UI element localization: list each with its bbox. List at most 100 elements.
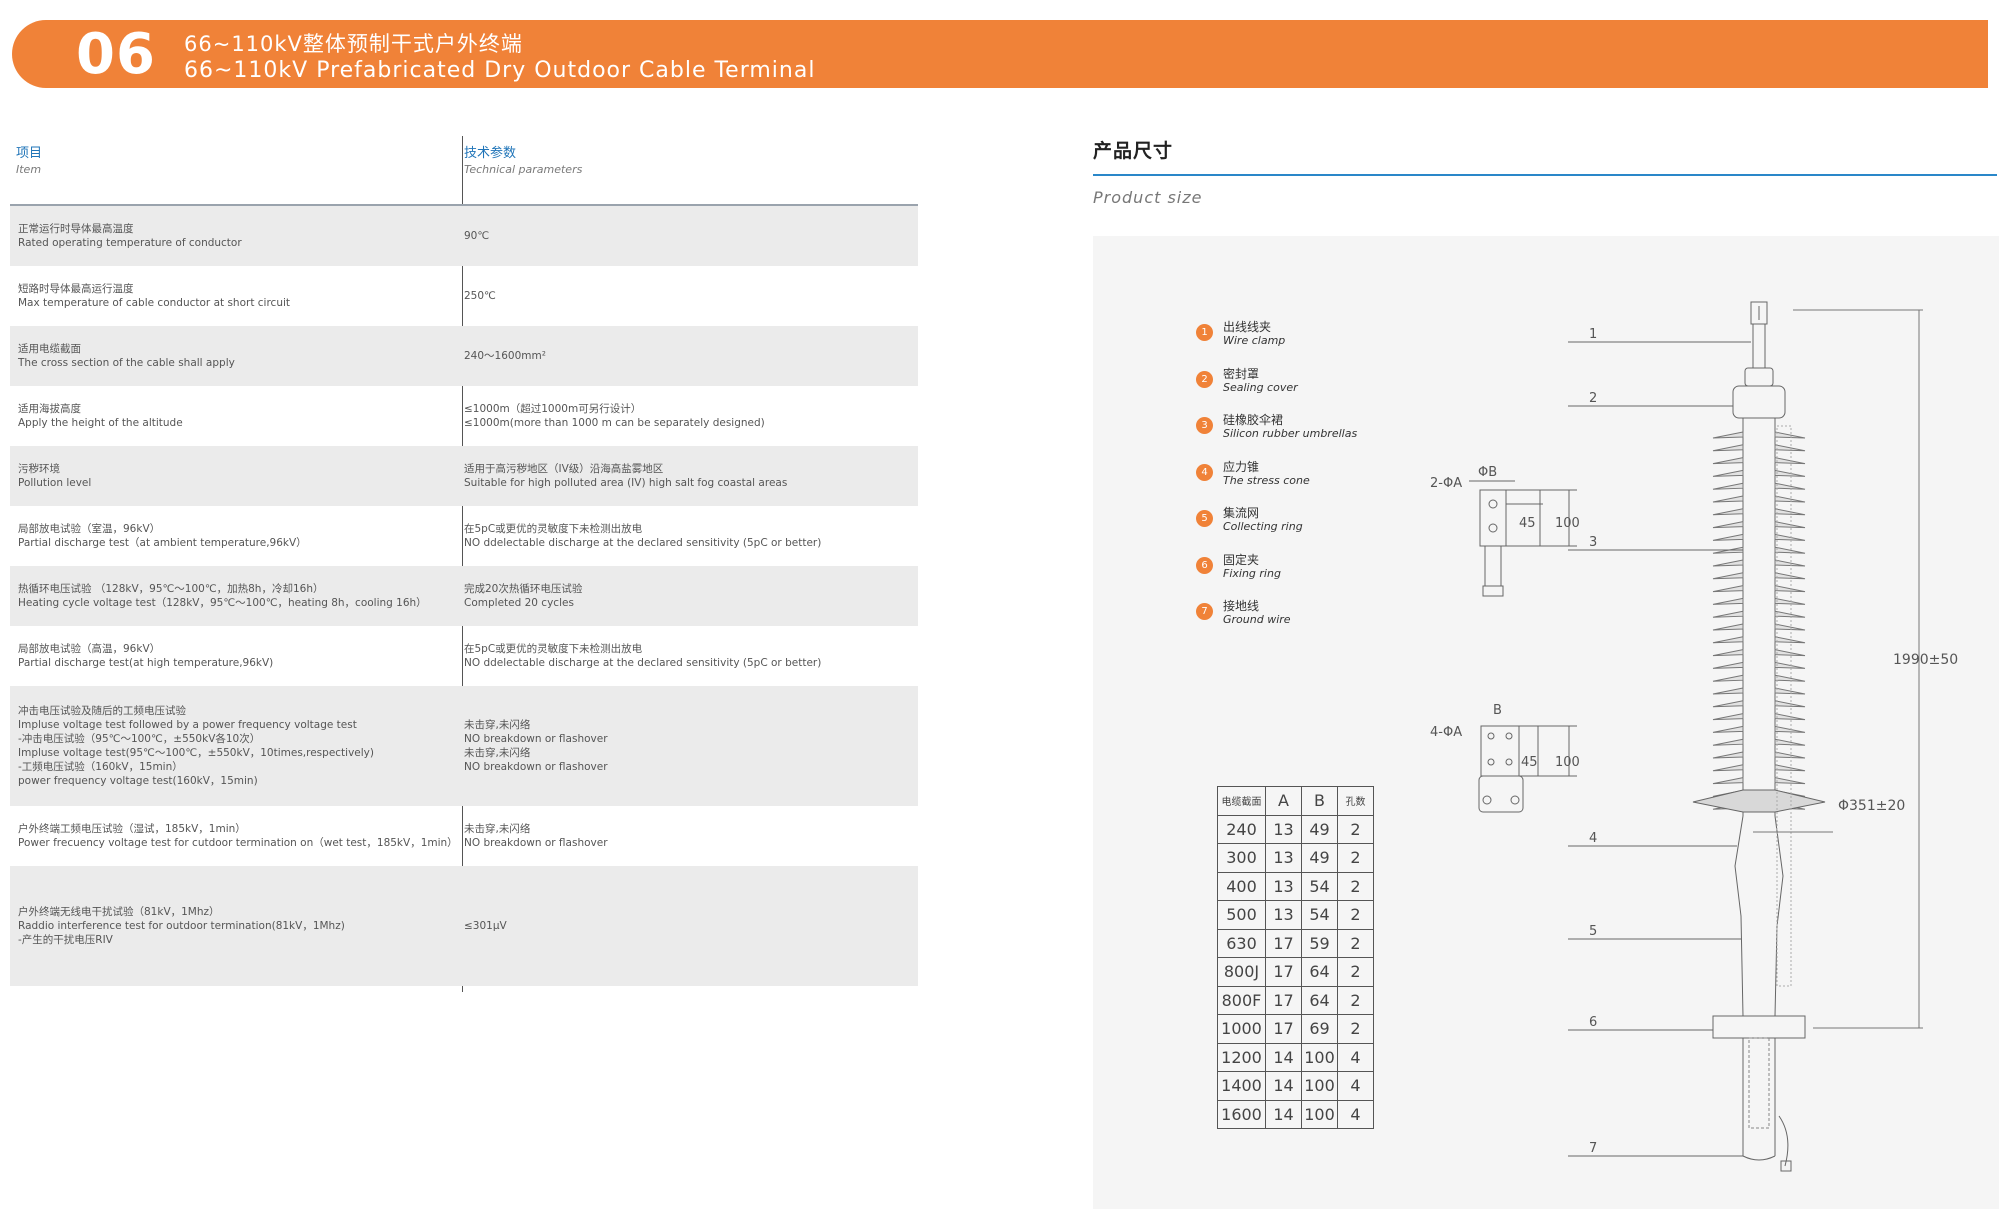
size-table-cell: 4 bbox=[1337, 1071, 1374, 1101]
legend-number-badge: 1 bbox=[1196, 324, 1213, 341]
size-table-cell: 54 bbox=[1301, 900, 1338, 930]
spec-row: 户外终端无线电干扰试验（81kV，1Mhz）Raddio interferenc… bbox=[10, 866, 918, 986]
callout-2: 2 bbox=[1589, 391, 1597, 406]
size-table-cell: 69 bbox=[1301, 1014, 1338, 1044]
legend-label-cn: 应力锥 bbox=[1223, 459, 1260, 474]
size-table-cell: 4 bbox=[1337, 1042, 1374, 1072]
size-table-cell: 4 bbox=[1337, 1099, 1374, 1129]
legend-number-badge: 4 bbox=[1196, 463, 1213, 481]
size-table-cell: 2 bbox=[1337, 843, 1374, 873]
size-table-cell: 100 bbox=[1301, 1071, 1338, 1101]
legend-label-en: Collecting ring bbox=[1223, 520, 1303, 533]
legend-number-badge: 7 bbox=[1196, 603, 1213, 620]
title-divider bbox=[1093, 174, 1997, 176]
shed bbox=[1712, 674, 1806, 682]
shed bbox=[1712, 508, 1806, 516]
size-table-cell: 13 bbox=[1265, 814, 1302, 844]
shed bbox=[1712, 482, 1806, 490]
spec-item: 热循环电压试验 （128kV，95℃～100℃，加热8h，冷却16h）Heati… bbox=[18, 583, 427, 609]
legend-number-badge: 5 bbox=[1196, 510, 1213, 527]
shed bbox=[1712, 712, 1806, 721]
collecting-ring bbox=[1776, 425, 1792, 987]
size-table-header-cell: 孔数 bbox=[1337, 786, 1374, 816]
shed bbox=[1712, 738, 1806, 746]
callout-7: 7 bbox=[1589, 1141, 1597, 1156]
callout-4: 4 bbox=[1589, 831, 1597, 846]
size-table-cell: 800J bbox=[1217, 957, 1266, 987]
legend-label-cn: 出线线夹 bbox=[1223, 320, 1272, 334]
size-table-cell: 630 bbox=[1217, 928, 1266, 958]
legend-label-en: The stress cone bbox=[1223, 473, 1310, 487]
sealing-cover bbox=[1732, 385, 1786, 419]
callout-3: 3 bbox=[1589, 535, 1597, 550]
size-table-cell: 17 bbox=[1265, 985, 1302, 1015]
shed bbox=[1712, 444, 1806, 452]
clamp-stem bbox=[1752, 323, 1766, 369]
clamp-a-hole: 2-ΦA bbox=[1430, 476, 1462, 491]
clamp-detail-b bbox=[1478, 725, 1577, 813]
shed bbox=[1712, 469, 1806, 477]
legend-number-badge: 3 bbox=[1196, 417, 1213, 434]
title-cn: 66~110kV整体预制干式户外终端 bbox=[184, 32, 523, 56]
clamp-a-width: ΦB bbox=[1478, 465, 1497, 480]
title-en: 66~110kV Prefabricated Dry Outdoor Cable… bbox=[184, 58, 816, 83]
legend-label-en: Ground wire bbox=[1223, 613, 1291, 626]
shed bbox=[1712, 610, 1806, 618]
clamp-b-hole: 4-ΦA bbox=[1430, 725, 1462, 740]
column-divider bbox=[462, 136, 463, 992]
shed bbox=[1712, 700, 1806, 708]
header-banner: 06 66~110kV整体预制干式户外终端 66~110kV Prefabric… bbox=[12, 20, 1988, 88]
size-table-cell: 14 bbox=[1265, 1042, 1302, 1072]
shed bbox=[1712, 623, 1806, 631]
size-table-header-cell: 电缆截面 bbox=[1217, 786, 1266, 816]
cable-braid bbox=[1748, 1037, 1770, 1129]
shed bbox=[1712, 751, 1806, 759]
size-table-cell: 1000 bbox=[1217, 1014, 1266, 1044]
shed bbox=[1712, 687, 1806, 695]
spec-table: 项目 Item 技术参数 Technical parameters 正常运行时导… bbox=[10, 136, 918, 992]
param-column-header: 技术参数 Technical parameters bbox=[464, 146, 583, 176]
size-table-cell: 1200 bbox=[1217, 1042, 1266, 1072]
legend-label-cn: 集流网 bbox=[1223, 506, 1260, 520]
legend-label-en: Sealing cover bbox=[1223, 380, 1298, 394]
spec-param: 90℃ bbox=[464, 230, 490, 242]
clamp-a-dim-100: 100 bbox=[1555, 516, 1580, 531]
spec-table-header: 项目 Item 技术参数 Technical parameters bbox=[10, 136, 918, 206]
legend-number-badge: 6 bbox=[1196, 556, 1213, 574]
spec-param: 240～1600mm² bbox=[464, 350, 546, 362]
large-shed bbox=[1692, 789, 1826, 813]
size-table-cell: 13 bbox=[1265, 871, 1302, 901]
shed bbox=[1712, 533, 1806, 541]
shed bbox=[1712, 520, 1806, 529]
shed bbox=[1712, 764, 1806, 772]
shed bbox=[1712, 431, 1806, 439]
shed bbox=[1712, 661, 1806, 669]
spec-param: 250℃ bbox=[464, 290, 496, 302]
shed bbox=[1712, 456, 1806, 465]
spec-param: ≤1000m（超过1000m可另行设计）≤1000m(more than 100… bbox=[464, 403, 765, 429]
spec-item: 局部放电试验（高温，96kV）Partial discharge test(at… bbox=[18, 643, 274, 669]
shed bbox=[1712, 776, 1806, 785]
size-table-cell: 2 bbox=[1337, 814, 1374, 844]
size-table-cell: 400 bbox=[1217, 871, 1266, 901]
shed bbox=[1712, 636, 1806, 644]
spec-row: 热循环电压试验 （128kV，95℃～100℃，加热8h，冷却16h）Heati… bbox=[10, 566, 918, 626]
spec-item: 户外终端无线电干扰试验（81kV，1Mhz）Raddio interferenc… bbox=[18, 906, 345, 946]
